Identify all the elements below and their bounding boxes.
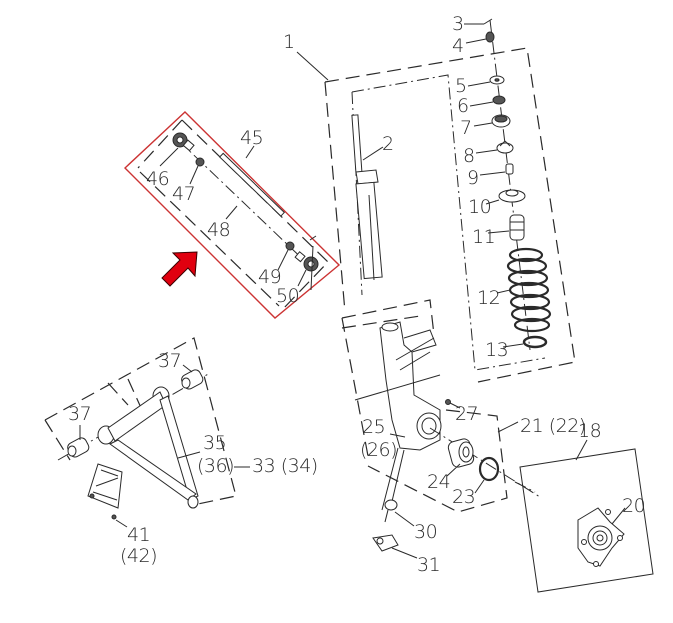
label-1: 1: [283, 31, 295, 53]
hub-part-20: [577, 507, 625, 567]
label-25: 25: [362, 416, 385, 438]
label-8: 8: [463, 145, 475, 167]
label-2: 2: [382, 133, 394, 155]
label-5: 5: [455, 75, 467, 97]
highlight-box: [123, 111, 341, 319]
label-21-22: 21 (22): [520, 415, 586, 437]
label-35: 35: [203, 432, 226, 454]
label-42: (42): [120, 545, 157, 567]
steering-knuckle-group: 27 25 (26) 24 23 21 (22) 30 31: [341, 299, 586, 576]
label-13: 13: [485, 339, 508, 361]
label-7: 7: [460, 117, 472, 139]
label-37-left: 37: [68, 403, 91, 425]
shock-assembly-group: 1 2 3 4 5 6 7: [283, 13, 576, 383]
label-45: 45: [240, 127, 263, 149]
label-4: 4: [452, 35, 464, 57]
label-3: 3: [452, 13, 464, 35]
hub-group: 18 20: [514, 420, 654, 593]
bracket-part-41: [87, 463, 123, 520]
label-31: 31: [417, 554, 440, 576]
bushing-part-37-left: [67, 437, 90, 458]
label-26: (26): [360, 439, 397, 461]
label-36: (36): [197, 455, 234, 477]
label-24: 24: [427, 471, 450, 493]
bearing-part-24: [447, 438, 475, 468]
highlight-arrow-icon: [161, 251, 198, 287]
label-50: 50: [276, 285, 299, 307]
tie-rod-group-highlighted: 46 47 48 45 49 50: [123, 111, 341, 319]
label-10: 10: [468, 196, 491, 218]
label-12: 12: [477, 287, 500, 309]
label-37-right: 37: [158, 350, 181, 372]
a-arm-group: 37 37 35 (36) 33 (34): [44, 337, 318, 567]
bushing-part-37-right: [181, 369, 204, 390]
label-23: 23: [452, 486, 475, 508]
label-11: 11: [472, 226, 495, 248]
label-20: 20: [622, 495, 645, 517]
label-48: 48: [207, 219, 230, 241]
label-27: 27: [455, 403, 478, 425]
label-41: 41: [127, 524, 150, 546]
label-49: 49: [258, 266, 281, 288]
label-30: 30: [414, 521, 437, 543]
label-6: 6: [457, 95, 469, 117]
label-33-34: 33 (34): [252, 455, 318, 477]
shock-absorber-part-2: [351, 114, 383, 281]
label-46: 46: [146, 168, 169, 190]
label-18: 18: [578, 420, 601, 442]
a-arm-part-35: [97, 386, 199, 509]
label-47: 47: [172, 183, 195, 205]
coil-spring-part-12: [506, 247, 552, 333]
label-9: 9: [467, 167, 479, 189]
circlip-part-23: [478, 456, 500, 482]
knuckle-part-25: [379, 321, 442, 451]
